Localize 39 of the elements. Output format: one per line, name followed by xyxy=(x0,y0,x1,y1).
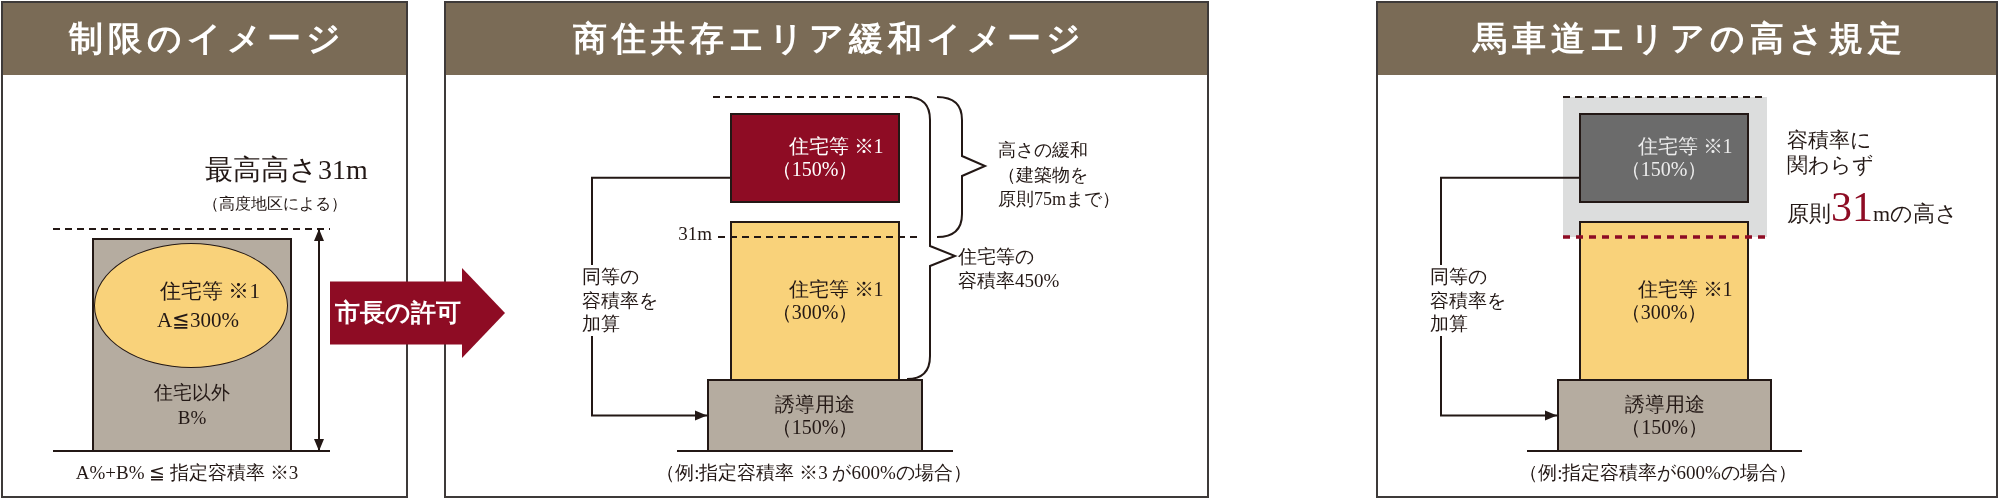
caption-text: （例:指定容積率 ※3 が600%の場合） xyxy=(656,461,972,485)
floor-ratio-label: （300%） xyxy=(1620,301,1708,324)
floor-ratio-label: （150%） xyxy=(771,415,859,439)
floor-use-label: 住宅等 ※1 xyxy=(788,135,884,158)
height-limit-text: 最高高さ31m xyxy=(205,153,368,187)
caption-text: （例:指定容積率が600%の場合） xyxy=(1519,461,1797,485)
upper-floor-block xyxy=(730,113,900,203)
height-label: 31m xyxy=(678,222,712,245)
floor-ratio-label: （150%） xyxy=(1620,158,1708,181)
annotation-text: 容積率に関わらず xyxy=(1787,128,1875,178)
ratio-label: B% xyxy=(177,406,207,430)
formula-text: A%+B% ≦ 指定容積率 ※3 xyxy=(75,461,299,485)
base-floor-block xyxy=(1557,379,1772,452)
edge-label: 市長の許可 xyxy=(335,298,461,328)
building-block xyxy=(92,238,292,452)
annotation-text: 原則31mの高さ xyxy=(1787,184,1959,232)
annotation-text: 高さの緩和（建築物を原則75mまで） xyxy=(998,139,1121,211)
residential-ellipse xyxy=(94,243,288,368)
floor-use-label: 住宅等 ※1 xyxy=(1637,278,1733,301)
floor-use-label: 住宅等 ※1 xyxy=(1637,135,1733,158)
panel-title: 馬車道エリアの高さ規定 xyxy=(1471,19,1907,59)
floor-ratio-label: （150%） xyxy=(1621,415,1708,439)
use-label: 住宅以外 xyxy=(154,381,230,405)
panel-title: 制限のイメージ xyxy=(67,19,346,59)
floor-use-label: 誘導用途 xyxy=(1624,392,1705,416)
floor-ratio-label: （300%） xyxy=(771,301,859,324)
note-text: （高度地区による） xyxy=(203,194,347,214)
floor-ratio-label: （150%） xyxy=(771,158,859,181)
ratio-label: A≦300% xyxy=(156,306,240,334)
use-label: 住宅等 ※1 xyxy=(160,277,260,305)
panel-title: 商住共存エリア緩和イメージ xyxy=(571,19,1086,59)
floor-use-label: 誘導用途 xyxy=(775,392,855,416)
base-floor-block xyxy=(707,379,923,452)
floor-use-label: 住宅等 ※1 xyxy=(788,278,884,301)
residential-floor-block xyxy=(730,221,900,381)
diagram-panel xyxy=(1376,1,1998,498)
upper-floor-block xyxy=(1579,113,1749,203)
residential-floor-block xyxy=(1579,221,1749,381)
annotation-text: 住宅等の容積率450% xyxy=(958,245,1061,292)
